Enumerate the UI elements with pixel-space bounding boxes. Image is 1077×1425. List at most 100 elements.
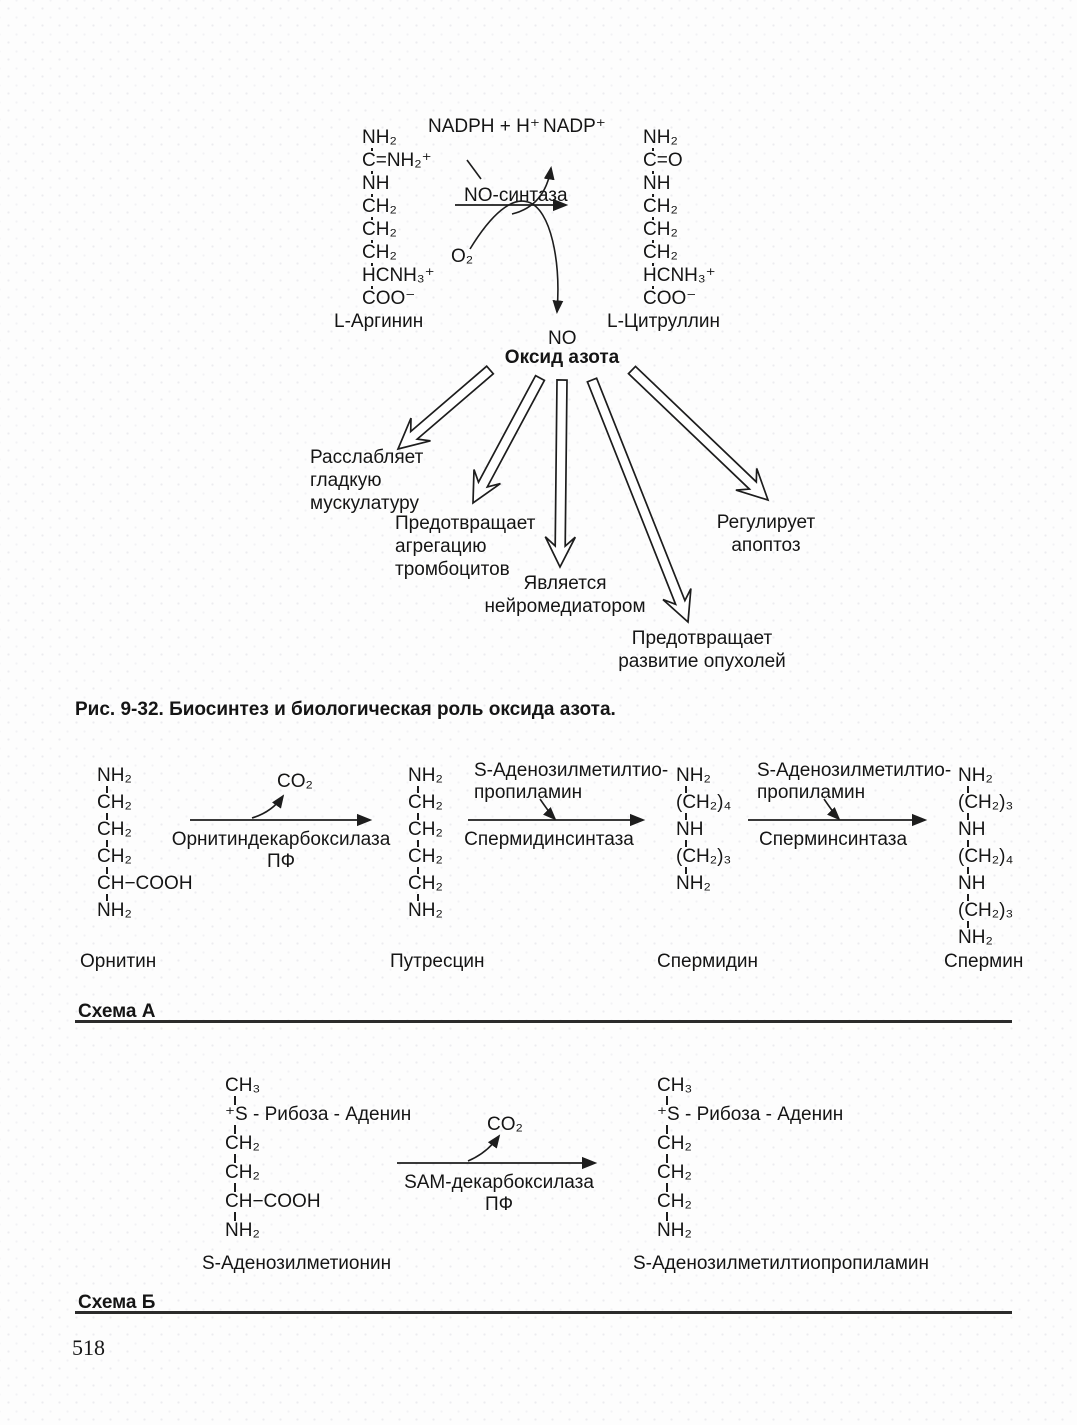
formula-line: COO⁻ [362,288,416,309]
formula-line: CH₂ [97,819,132,840]
formula-line: CH₂ [408,792,443,813]
formula-line: CH₂ [408,819,443,840]
formula-line: CH₂ [362,242,397,263]
effect-arrow [472,374,546,505]
bond-tick [652,171,654,174]
oxygen-to-no-arrow [469,200,564,315]
page-number: 518 [72,1335,105,1360]
formula-line: CH−COOH [97,873,193,894]
formula-line: CH₂ [657,1162,692,1183]
bond-tick [417,894,419,901]
formula-line: (CH₂)₃ [676,846,732,867]
bond-tick [967,867,969,874]
formula-line: C=O [643,150,683,171]
bond-tick [417,813,419,820]
label-line: мускулатуру [310,493,419,514]
bond-tick [652,217,654,220]
label-line: Предотвращает [395,513,536,534]
formula-line: (CH₂)₃ [958,792,1014,813]
formula-line: COO⁻ [643,288,697,309]
putrescine-label: Путресцин [390,951,485,972]
bond-tick [371,240,373,243]
bond-tick [234,1154,236,1163]
bond-tick [371,148,373,151]
formula-line: (CH₂)₄ [676,792,732,813]
formula-line: CH₂ [408,846,443,867]
label-line: Регулирует [716,512,816,533]
bond-tick [685,867,687,874]
label-line: S-Аденозилметилтио- [474,760,669,781]
spermine-synthase-label: Сперминсинтаза [758,829,908,850]
label-line: пропиламин [757,782,866,803]
bond-tick [652,148,654,151]
formula-line: CH₂ [643,196,678,217]
label-line: нейромедиатором [484,596,646,617]
ornithine-decarboxylase-label: Орнитиндекарбоксилаза [171,829,391,850]
spermidine-label: Спермидин [657,951,759,972]
bond-tick [652,194,654,197]
bond-tick [666,1183,668,1192]
bond-tick [666,1096,668,1105]
plp-cofactor-label-a: ПФ [266,851,296,872]
formula-line: NH [676,819,704,840]
formula-line: NH₂ [97,900,132,921]
formula-line: NH₂ [408,900,443,921]
label-line: Является [523,573,607,594]
bond-tick [234,1096,236,1105]
label-line: гладкую [310,470,382,491]
formula-line: (CH₂)₃ [958,900,1014,921]
formula-line: CH₂ [362,219,397,240]
formula-line: HCNH₃⁺ [362,265,435,286]
figure-caption: Рис. 9-32. Биосинтез и биологическая рол… [75,699,616,720]
formula-line: CH₂ [225,1162,260,1183]
bond-tick [106,894,108,901]
s-adenosylmethionine-label: S-Аденозилметионин [202,1253,392,1274]
bond-tick [967,786,969,793]
formula-line: HCNH₃⁺ [643,265,716,286]
bond-tick [371,286,373,289]
label-line: тромбоцитов [395,559,510,580]
scheme-a-divider [75,1020,1012,1023]
bond-tick [106,840,108,847]
formula-line: (CH₂)₄ [958,846,1014,867]
bond-tick [234,1212,236,1221]
formula-line: NH₂ [676,873,711,894]
bond-tick [685,813,687,820]
effect-arrow [627,365,770,502]
bond-tick [666,1154,668,1163]
cofactor-nadp-label: NADP⁺ [543,116,606,137]
no-product-label: NO [548,328,577,349]
oxygen-label: O₂ [451,246,474,267]
formula-line: CH₂ [362,196,397,217]
bond-tick [234,1183,236,1192]
bond-tick [106,786,108,793]
label-line: S-Аденозилметилтио- [757,760,952,781]
ornithine-label: Орнитин [80,951,157,972]
effect-arrow [396,365,495,451]
enzyme-no-synthase-label: NO-синтаза [464,185,568,206]
co2-branch-arrow-a [251,794,285,819]
spermine-label: Спермин [944,951,1024,972]
bond-tick [652,240,654,243]
bond-tick [967,921,969,928]
label-line: пропиламин [474,782,583,803]
bond-tick [652,263,654,266]
effect-arrow [544,379,577,569]
formula-line: ⁺S - Рибоза - Аденин [657,1104,844,1125]
co2-byproduct-label-b: CO₂ [487,1114,523,1135]
formula-line: CH₂ [643,242,678,263]
formula-line: CH₃ [657,1075,693,1096]
formula-line: NH₂ [225,1220,260,1241]
formula-line: NH [958,819,986,840]
